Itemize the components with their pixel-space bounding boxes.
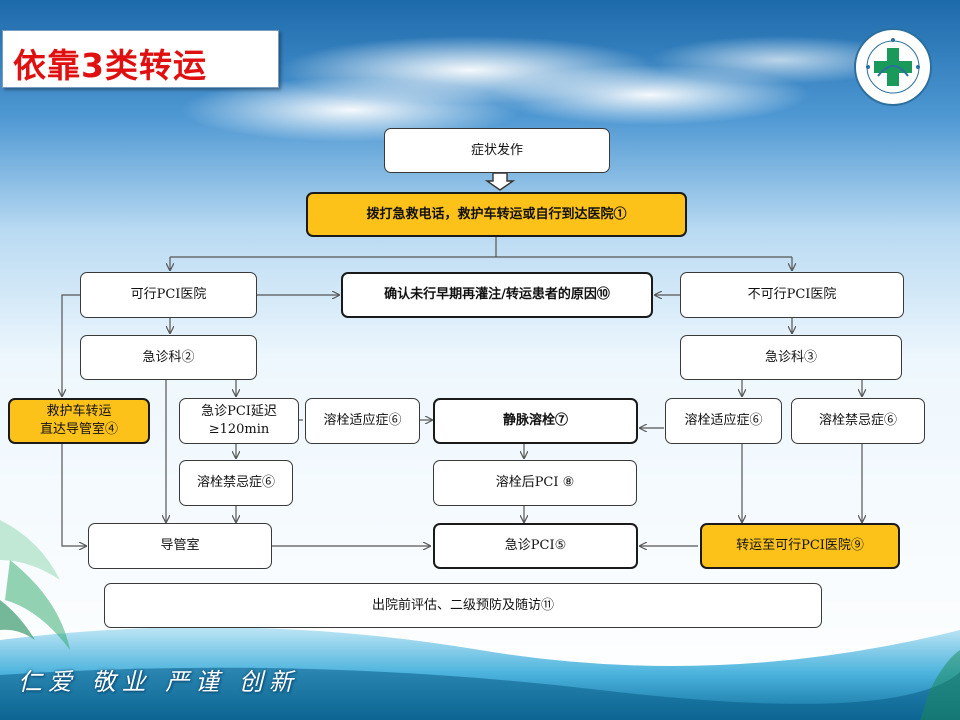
lytic-contra-left-node: 溶栓禁忌症⑥ — [179, 460, 293, 506]
cath-lab-node: 导管室 — [88, 523, 272, 569]
pci-delay-node: 急诊PCI延迟 ≥120min — [179, 398, 299, 444]
ambulance-direct-node: 救护车转运 直达导管室④ — [8, 398, 150, 444]
slide-title-box: 依靠3类转运 — [2, 30, 279, 88]
confirm-reason-node: 确认未行早期再灌注/转运患者的原因⑩ — [341, 272, 653, 318]
hospital-slogan: 仁爱 敬业 严谨 创新 — [18, 668, 299, 696]
onset-node: 症状发作 — [384, 128, 610, 173]
lytic-indication-left-node: 溶栓适应症⑥ — [305, 398, 420, 444]
emergency-pci-node: 急诊PCI⑤ — [433, 523, 638, 569]
non-pci-hospital-node: 不可行PCI医院 — [680, 272, 904, 318]
slide-title: 依靠3类转运 — [13, 46, 207, 85]
call-ems-node: 拨打急救电话，救护车转运或自行到达医院① — [306, 192, 687, 237]
emergency-dept-left-node: 急诊科② — [80, 335, 257, 380]
pci-capable-hospital-node: 可行PCI医院 — [80, 272, 257, 318]
emergency-dept-right-node: 急诊科③ — [680, 335, 902, 380]
hospital-logo-icon — [854, 28, 932, 106]
iv-thrombolysis-node: 静脉溶栓⑦ — [433, 398, 638, 444]
lytic-contra-right-node: 溶栓禁忌症⑥ — [791, 398, 925, 444]
discharge-node: 出院前评估、二级预防及随访⑪ — [104, 583, 822, 628]
lytic-indication-right-node: 溶栓适应症⑥ — [665, 398, 782, 444]
post-lytic-pci-node: 溶栓后PCI ⑧ — [433, 460, 637, 506]
transfer-to-pci-node: 转运至可行PCI医院⑨ — [700, 523, 900, 569]
